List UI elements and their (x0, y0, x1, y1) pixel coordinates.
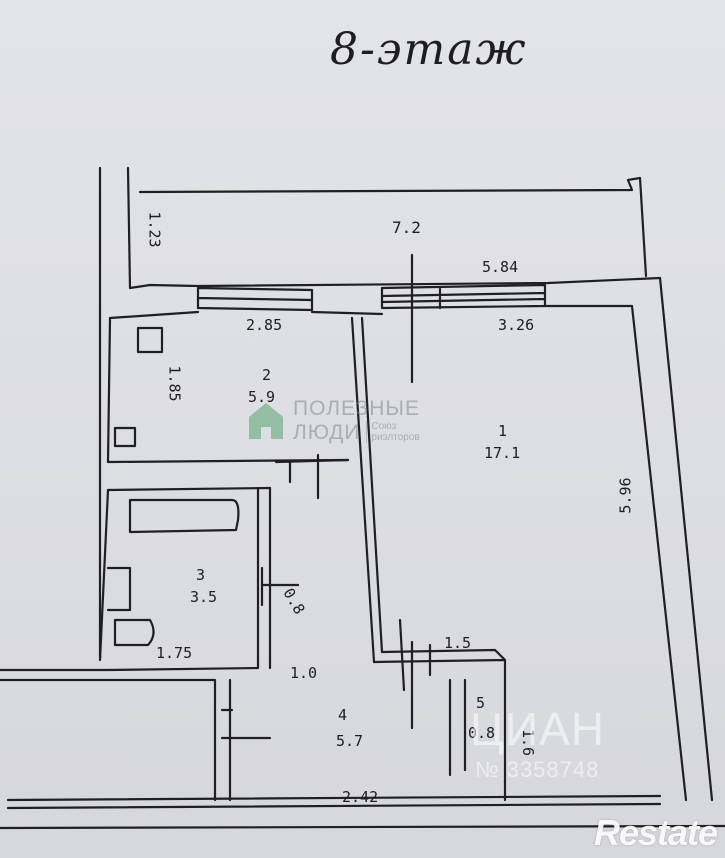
logo-line1: ПОЛЕЗНЫЕ (293, 397, 420, 420)
kitchen-depth-label: 1.85 (165, 365, 184, 402)
room-width-label: 3.26 (498, 316, 535, 334)
kitchen-wall-left (98, 316, 112, 662)
kitchen-bottom-wall (106, 458, 350, 492)
room-2-area: 5.9 (248, 388, 276, 406)
listing-number-watermark: № 3358748 (475, 757, 600, 782)
window-left (196, 286, 314, 312)
balcony-outline (98, 166, 662, 660)
stove (136, 326, 164, 354)
bathtub (128, 498, 240, 534)
window-right (380, 283, 547, 310)
room-4-area: 5.7 (336, 732, 364, 750)
bath-walls (106, 486, 272, 672)
logo-line2: ЛЮДИ (293, 420, 361, 444)
logo-subtitle: Союз риэлторов (366, 421, 441, 443)
door-marks (220, 253, 467, 777)
washbasin (106, 566, 132, 612)
balcony-area-label: 7.2 (392, 218, 421, 237)
outer-wall-right (543, 276, 714, 802)
balcony-length-label: 5.84 (482, 258, 519, 276)
hall-left (0, 668, 232, 802)
agency-logo: ПОЛЕЗНЫЕ ЛЮДИ Союз риэлторов (247, 398, 441, 443)
sink (113, 426, 137, 448)
kitchen-top-wall (108, 310, 384, 320)
room-4-number: 4 (338, 706, 348, 724)
corridor-width-label: 1.0 (290, 664, 318, 682)
closet-width-label: 1.5 (444, 634, 472, 652)
room-5-area: 0.8 (468, 724, 496, 742)
closet-walls (372, 648, 507, 802)
partition-kitchen-room (350, 316, 384, 664)
room-2-number: 2 (262, 366, 272, 384)
balcony-depth-label: 1.23 (145, 211, 164, 248)
room-5-number: 5 (476, 694, 486, 712)
kitchen-width-label: 2.85 (246, 316, 283, 334)
room-3-number: 3 (196, 566, 206, 584)
cian-watermark: ЦИАН (470, 703, 605, 755)
room-1-number: 1 (498, 422, 508, 440)
restate-watermark: Restate (594, 812, 718, 853)
room-length-label: 5.96 (616, 477, 635, 514)
hall-length-label: 2.42 (342, 788, 379, 806)
floor-title: 8-этаж (330, 24, 528, 75)
bath-width-label: 1.75 (156, 644, 193, 662)
logo-house-icon (247, 401, 285, 441)
toilet (113, 618, 155, 647)
room-3-area: 3.5 (190, 588, 218, 606)
floor-bottom (0, 794, 725, 830)
room-1-area: 17.1 (484, 444, 521, 462)
